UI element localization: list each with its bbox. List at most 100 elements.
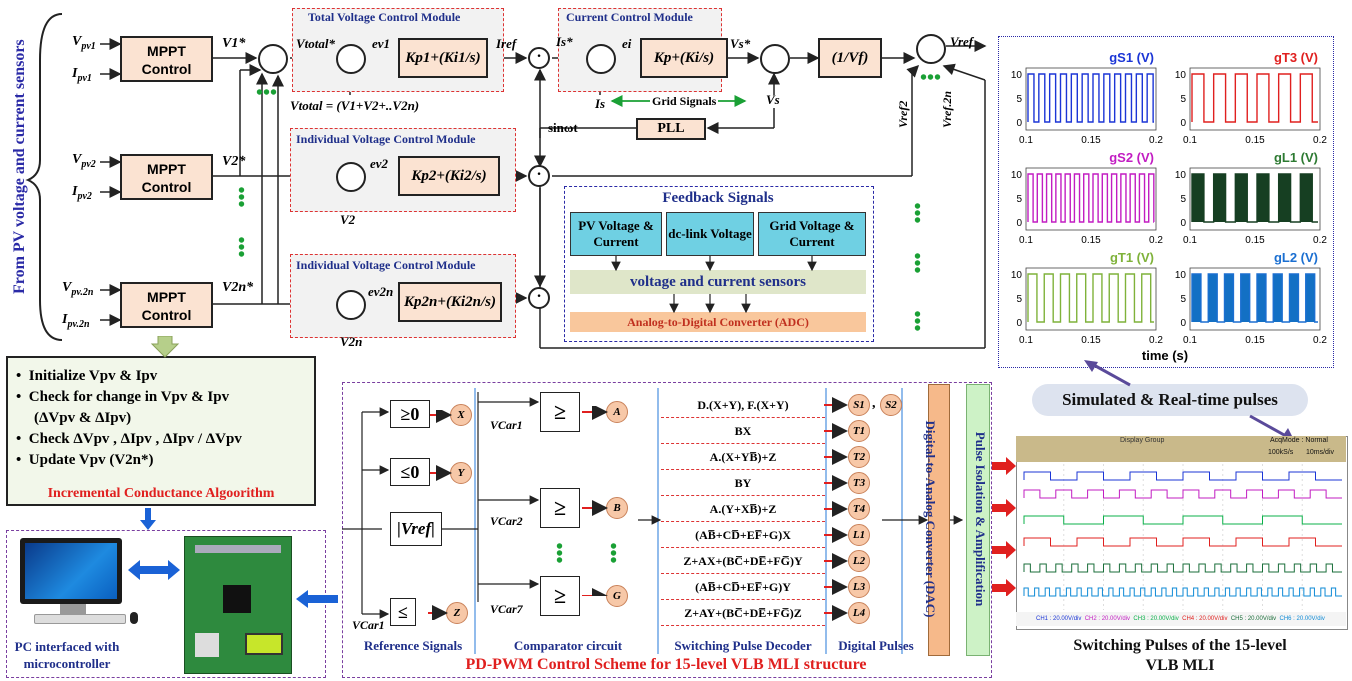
scope-trace-3 [1024, 516, 1342, 524]
module-indiv1-title: Individual Voltage Control Module [296, 132, 475, 147]
dac-label: Digital-to-Analog Converter (DAC) [922, 386, 938, 652]
plot-xtick: 0.15 [1081, 135, 1101, 146]
out-l2: L2 [848, 550, 870, 572]
out-s2: S2 [880, 394, 902, 416]
plot-ytick: 0 [1016, 318, 1022, 329]
plot-6: gL2 (V)10500.10.150.2 [1175, 250, 1328, 346]
scope-rate: 100kS/s [1268, 449, 1293, 456]
decoder-row-1: D.(X+Y), F.(X+Y) [661, 392, 825, 418]
plots: gS1 (V)10500.10.150.2gT3 (V)10500.10.150… [998, 36, 1332, 366]
signal-ev2n: ev2n [368, 284, 393, 300]
mcu-arrow-icon [296, 590, 338, 608]
plot-ytick: 0 [1180, 118, 1186, 129]
controller-kp2n: Kp2n+(Ki2n/s) [398, 282, 502, 322]
plot-xtick: 0.15 [1245, 135, 1265, 146]
summer-vs [760, 44, 790, 74]
pulse-fill [1257, 274, 1266, 322]
plot-ytick: 10 [1011, 270, 1023, 281]
plot-xtick: 0.2 [1149, 335, 1163, 346]
plot-ytick: 0 [1016, 118, 1022, 129]
scope-pointer [1080, 360, 1310, 440]
pulse-fill [1192, 174, 1204, 222]
keyboard [34, 614, 126, 624]
vcar1-cmp: VCar1 [490, 418, 523, 433]
signal-v1star: V1* [222, 36, 245, 52]
pulse-fill [1235, 174, 1247, 222]
plot-xtick: 0.1 [1019, 335, 1033, 346]
input-ipv2n: Ipv.2n [62, 312, 90, 330]
pulse-fill [1241, 274, 1250, 322]
plot-xtick: 0.1 [1019, 235, 1033, 246]
pulse-fill [1273, 274, 1282, 322]
algo-down-arrow-icon [140, 508, 156, 530]
grid-signals-label: Grid Signals [650, 94, 718, 109]
scope-channel-bar: CH1 : 20.00V/div CH2 : 20.00V/div CH3 : … [1016, 612, 1346, 626]
plot-xtick: 0.1 [1019, 135, 1033, 146]
dots-2: ••• [238, 238, 245, 259]
signal-ev1: ev1 [372, 36, 390, 52]
pulse-fill [1214, 174, 1226, 222]
plot-4: gL1 (V)10500.10.150.2 [1175, 150, 1328, 246]
pulse-fill [1257, 174, 1269, 222]
summer-ev2 [336, 162, 366, 192]
pulse-fill [1306, 274, 1315, 322]
signal-v2: V2 [340, 212, 355, 228]
scope-display-group: Display Group [1120, 437, 1164, 444]
decoder-row-7: Z+AX+(BC̅+DE̅+FG̅)Y [661, 548, 825, 574]
module-indiv2-title: Individual Voltage Control Module [296, 258, 475, 273]
ref-red-arrows [428, 410, 454, 620]
algo-item-3: (ΔVpv & ΔIpv) [16, 408, 242, 429]
plot-title: gS1 (V) [1109, 50, 1154, 65]
plot-xtick: 0.2 [1313, 335, 1327, 346]
scope-trace-1 [1024, 472, 1342, 480]
summer-total [258, 44, 288, 74]
scope-trace-6 [1024, 588, 1342, 596]
signal-v2n: V2n [340, 334, 362, 350]
plot-ytick: 0 [1180, 218, 1186, 229]
vcar7-cmp: VCar7 [490, 602, 523, 617]
algo-arrow [150, 336, 180, 358]
plot-title: gT1 (V) [1110, 250, 1154, 265]
controller-kp: Kp+(Ki/s) [640, 38, 728, 78]
signal-ei: ei [622, 36, 631, 52]
pulse-fill [1300, 174, 1312, 222]
plot-title: gS2 (V) [1109, 150, 1154, 165]
label-decoder: Switching Pulse Decoder [660, 638, 826, 654]
decoder-row-2: BX [661, 418, 825, 444]
microcontroller-board [184, 536, 292, 674]
scope-div: 10ms/div [1306, 449, 1334, 456]
out-comma: , [872, 396, 876, 412]
pwm-footer: PD-PWM Control Scheme for 15-level VLB M… [342, 656, 990, 674]
decoder-row-5: A.(Y+XB̅)+Z [661, 496, 825, 522]
signal-vtotal-eq: Vtotal = (V1+V2+..V2n) [290, 98, 419, 114]
controller-kp2: Kp2+(Ki2/s) [398, 156, 500, 196]
label-digital: Digital Pulses [828, 638, 924, 654]
plot-ytick: 10 [1011, 170, 1023, 181]
plot-xtick: 0.2 [1313, 235, 1327, 246]
dots-1: ••• [238, 188, 245, 209]
plot-xtick: 0.1 [1183, 335, 1197, 346]
dots-6: ••• [914, 254, 921, 275]
signal-vs-star: Vs* [730, 36, 750, 52]
controller-inv-vf: (1/Vf) [818, 38, 882, 78]
algorithm-list: • Initialize Vpv & Ipv • Check for chang… [16, 366, 242, 471]
plot-ytick: 5 [1180, 294, 1186, 305]
algo-item-5: • Update Vpv (V2n*) [16, 450, 242, 471]
controller-kp1: Kp1+(Ki1/s) [398, 38, 488, 78]
plot-ytick: 10 [1175, 170, 1187, 181]
out-l1: L1 [848, 524, 870, 546]
signal-vs: Vs [766, 92, 780, 108]
out-t1: T1 [848, 420, 870, 442]
plot-title: gL2 (V) [1274, 250, 1318, 265]
signal-is-star: Is* [556, 34, 573, 50]
signal-iref: Iref [496, 36, 516, 52]
pulse-fill [1192, 274, 1201, 322]
input-ipv2: Ipv2 [72, 184, 92, 202]
signal-is: Is [595, 96, 605, 112]
plot-title: gT3 (V) [1274, 50, 1318, 65]
plot-xtick: 0.15 [1245, 235, 1265, 246]
plot-xtick: 0.2 [1149, 235, 1163, 246]
mppt-control-1: MPPT Control [120, 36, 213, 82]
input-vpv1: Vpv1 [72, 34, 96, 52]
